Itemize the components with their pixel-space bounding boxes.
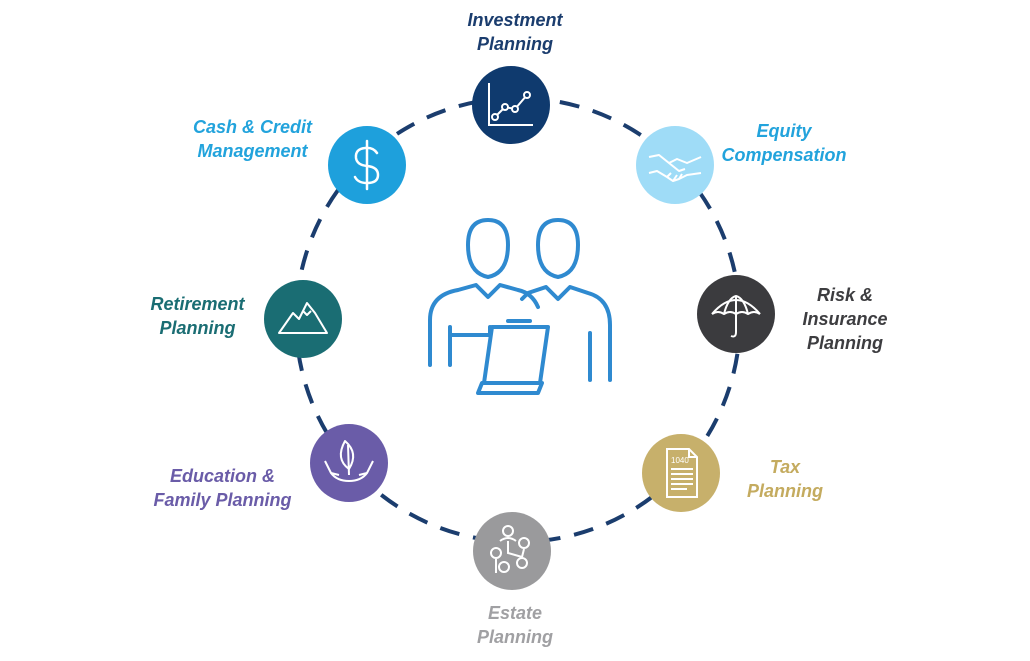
tax-form-icon: 1040 — [666, 448, 698, 498]
cash-credit-management-label: Cash & Credit Management — [192, 117, 313, 161]
equity-compensation-label: Equity Compensation — [721, 121, 847, 165]
line-chart-icon — [488, 83, 533, 126]
investment-planning-label: Investment Planning — [467, 10, 563, 54]
estate-planning-label: Estate Planning — [477, 603, 553, 647]
handshake-icon — [648, 154, 702, 182]
education-family-planning-node[interactable] — [310, 424, 388, 502]
family-tree-icon — [490, 525, 530, 573]
plant-in-hands-icon — [324, 440, 374, 482]
retirement-planning-node[interactable] — [264, 280, 342, 358]
tax-planning-node[interactable]: 1040 — [642, 434, 720, 512]
cash-credit-management-node[interactable] — [328, 126, 406, 204]
investment-planning-node[interactable] — [472, 66, 550, 144]
advisors-figure — [420, 215, 620, 395]
risk-insurance-planning-node[interactable] — [697, 275, 775, 353]
mountain-icon — [278, 302, 328, 334]
tax-planning-label: Tax Planning — [747, 457, 823, 501]
risk-insurance-planning-label: Risk & Insurance Planning — [802, 285, 888, 353]
education-family-planning-label: Education & Family Planning — [153, 466, 292, 510]
umbrella-icon — [711, 295, 761, 338]
two-advisors-with-clipboard-icon — [428, 218, 612, 395]
dollar-icon — [353, 139, 380, 191]
form-number: 1040 — [671, 456, 689, 465]
retirement-planning-label: Retirement Planning — [150, 294, 245, 338]
estate-planning-node[interactable] — [473, 512, 551, 590]
equity-compensation-node[interactable] — [636, 126, 714, 204]
